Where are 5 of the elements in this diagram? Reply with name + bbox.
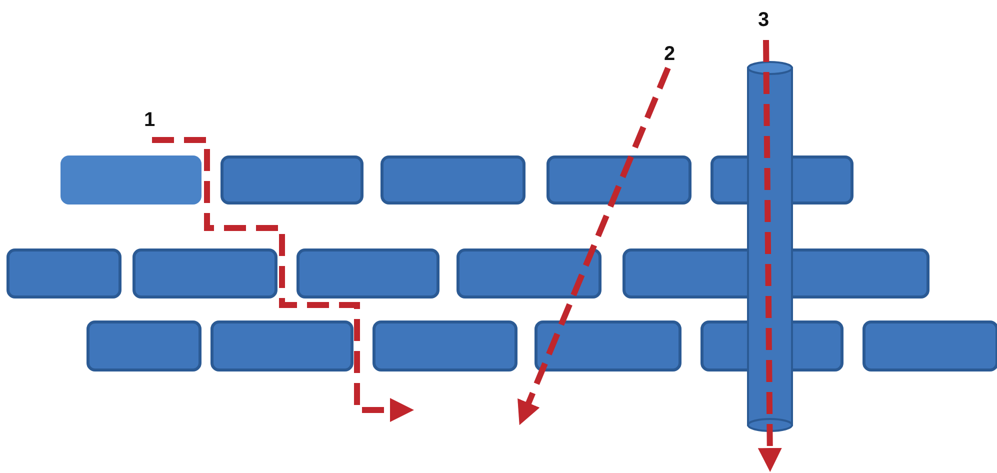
dashed-arrow bbox=[152, 137, 414, 422]
pathway-number: 2 bbox=[664, 44, 676, 64]
pathway-number: 3 bbox=[758, 10, 770, 30]
pathway-number: 1 bbox=[144, 110, 156, 130]
dashed-arrow bbox=[518, 66, 671, 426]
